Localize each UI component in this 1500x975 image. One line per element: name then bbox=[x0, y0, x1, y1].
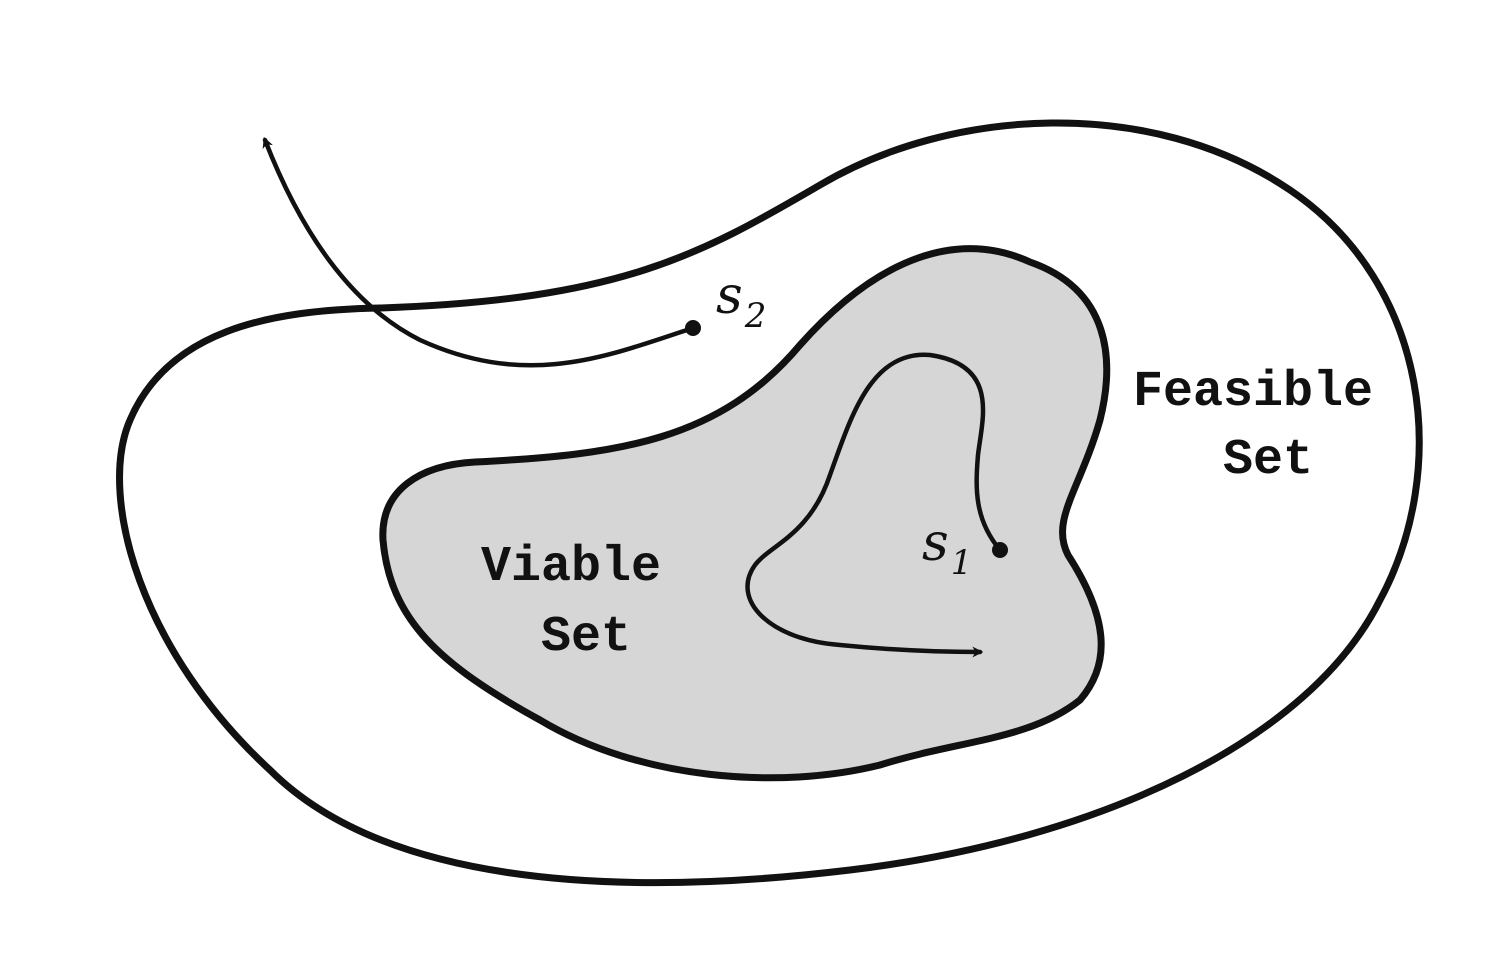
feasible-set-label-line1: Feasible bbox=[1133, 364, 1373, 421]
viable-set-label-line1: Viable bbox=[481, 539, 661, 596]
trajectory-s1 bbox=[745, 352, 1003, 658]
state-s2-subscript: 2 bbox=[744, 296, 767, 336]
trajectory-s2 bbox=[262, 136, 696, 368]
state-point-s1 bbox=[992, 542, 1008, 558]
feasible-set-label-line2: Set bbox=[1223, 432, 1313, 489]
state-point-s2 bbox=[685, 320, 701, 336]
state-s2-symbol: s bbox=[716, 266, 743, 326]
feasible-set-label: Feasible Set bbox=[1133, 364, 1403, 489]
viable-set-label-line2: Set bbox=[541, 609, 631, 666]
state-s1-symbol: s bbox=[922, 513, 949, 573]
viable-set-label: Viable Set bbox=[481, 539, 691, 666]
viable-set-region bbox=[379, 245, 1111, 782]
state-s1-subscript: 1 bbox=[951, 543, 973, 583]
state-label-s1: s1 bbox=[922, 513, 972, 583]
state-label-s2: s2 bbox=[716, 266, 766, 336]
